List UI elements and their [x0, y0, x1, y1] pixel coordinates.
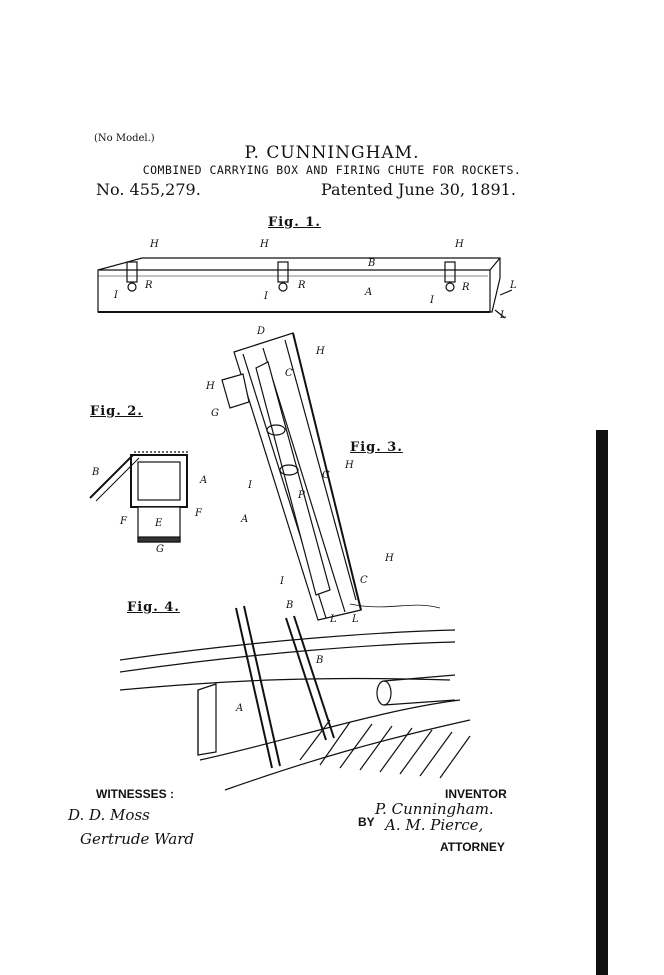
- ref-a: A: [241, 514, 249, 525]
- patent-number: No. 455,279.: [96, 180, 201, 199]
- patent-title: COMBINED CARRYING BOX AND FIRING CHUTE F…: [142, 163, 522, 177]
- ref-c: C: [285, 368, 293, 379]
- fig4-label: Fig. 4.: [127, 600, 180, 615]
- ref-i: I: [280, 576, 284, 587]
- ref-h: H: [206, 381, 215, 392]
- inventor-signature: P. Cunningham.: [375, 800, 494, 818]
- fig2-drawing: [89, 451, 188, 543]
- attorney-signature: A. M. Pierce,: [385, 816, 484, 834]
- ref-i: I: [430, 295, 434, 306]
- scan-edge-bar: [596, 430, 608, 975]
- ref-r: R: [462, 282, 470, 293]
- fig4-drawing: [119, 605, 471, 791]
- ref-l: L: [510, 280, 517, 291]
- ref-a: A: [200, 475, 208, 486]
- ref-r: R: [298, 280, 306, 291]
- ref-l: L: [500, 310, 507, 321]
- ref-b: B: [92, 467, 100, 478]
- ref-d: D: [257, 326, 266, 337]
- ref-h: H: [345, 460, 354, 471]
- witness-signature-1: D. D. Moss: [68, 806, 150, 824]
- fig1-drawing: [97, 257, 513, 319]
- ref-c: C: [322, 470, 330, 481]
- ref-e: E: [155, 518, 163, 529]
- ref-a: A: [365, 287, 373, 298]
- patent-date: Patented June 30, 1891.: [321, 180, 516, 199]
- ref-i: I: [248, 480, 252, 491]
- by-label: BY: [358, 815, 375, 829]
- no-model-note: (No Model.): [94, 133, 155, 144]
- fig2-label: Fig. 2.: [90, 404, 143, 419]
- ref-r: R: [145, 280, 153, 291]
- ref-f: F: [120, 516, 127, 527]
- ref-h: H: [150, 239, 159, 250]
- ref-b: B: [286, 600, 294, 611]
- witnesses-label: WITNESSES :: [96, 787, 175, 801]
- ref-h: H: [385, 553, 394, 564]
- ref-p: P: [298, 490, 305, 501]
- witness-signature-2: Gertrude Ward: [80, 830, 194, 848]
- ref-l: L: [352, 614, 359, 625]
- inventor-name: P. CUNNINGHAM.: [244, 143, 420, 163]
- ref-h: H: [316, 346, 325, 357]
- ref-c: C: [360, 575, 368, 586]
- ref-h: H: [260, 239, 269, 250]
- inventor-label: INVENTOR: [445, 787, 507, 801]
- ref-a: A: [236, 703, 244, 714]
- attorney-label: ATTORNEY: [440, 840, 505, 854]
- fig3-drawing: [221, 332, 441, 621]
- fig1-label: Fig. 1.: [268, 215, 321, 230]
- ref-i: I: [114, 290, 118, 301]
- ref-i: I: [264, 291, 268, 302]
- ref-g: G: [156, 544, 164, 555]
- ref-h: H: [455, 239, 464, 250]
- ref-l: L: [330, 614, 337, 625]
- ref-b: B: [316, 655, 324, 666]
- fig3-label: Fig. 3.: [350, 440, 403, 455]
- ref-b: B: [368, 258, 376, 269]
- ref-g: G: [211, 408, 219, 419]
- ref-f: F: [195, 508, 202, 519]
